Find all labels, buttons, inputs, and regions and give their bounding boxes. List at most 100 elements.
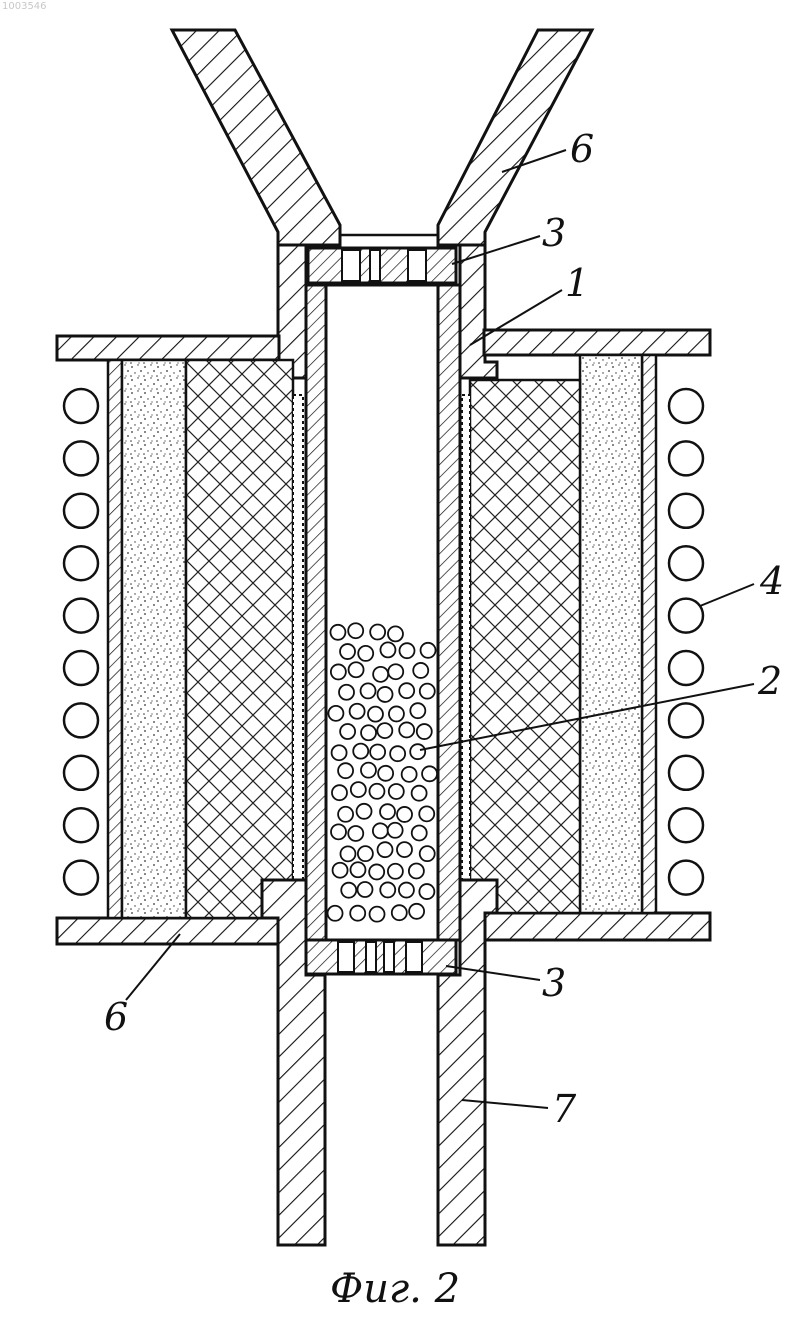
granule [368, 707, 383, 722]
coil-turn-right [669, 808, 703, 842]
granule [399, 643, 414, 658]
coil-turn-right [669, 494, 703, 528]
granule [353, 744, 368, 759]
granule [373, 667, 388, 682]
granule [370, 744, 385, 759]
granule [370, 625, 385, 640]
coil-turn-left [64, 703, 98, 737]
granule [338, 807, 353, 822]
funnel-collar-right [460, 245, 497, 378]
coil-turn-left [64, 599, 98, 633]
funnel [172, 30, 592, 378]
granule [349, 662, 364, 677]
label-coil: 4 [759, 559, 784, 603]
granule [402, 767, 417, 782]
coil-turn-left [64, 494, 98, 528]
coil-turn-right [669, 546, 703, 580]
granule [388, 864, 403, 879]
granule [369, 864, 384, 879]
coil-turn-right [669, 441, 703, 475]
granule [369, 784, 384, 799]
granule [397, 807, 412, 822]
granule [348, 623, 363, 638]
granule [331, 824, 346, 839]
granule [361, 725, 376, 740]
outlet-pipe [262, 880, 497, 1245]
granule [370, 907, 385, 922]
granule [332, 745, 347, 760]
granule [339, 685, 354, 700]
granule [330, 625, 345, 640]
granule [350, 862, 365, 877]
granule [361, 683, 376, 698]
granule [397, 842, 412, 857]
granule [420, 846, 435, 861]
figure-caption: Фиг. 2 [330, 1266, 460, 1312]
granule [328, 706, 343, 721]
granule [422, 766, 437, 781]
bottom-grid [306, 940, 456, 974]
label-bottom-flange: 6 [104, 995, 128, 1039]
granule [358, 846, 373, 861]
granule [357, 804, 372, 819]
coil-turn-left [64, 756, 98, 790]
tube-right-wall [438, 285, 460, 940]
granule [399, 722, 414, 737]
granule [420, 684, 435, 699]
granule [409, 863, 424, 878]
granule [388, 664, 403, 679]
coil-turn-left [64, 546, 98, 580]
granule [419, 806, 434, 821]
label-top-grid: 3 [542, 211, 566, 255]
granule [328, 906, 343, 921]
granule [373, 823, 388, 838]
granule [388, 626, 403, 641]
label-outlet-pipe: 7 [552, 1087, 577, 1131]
granule [410, 744, 425, 759]
funnel-right-wall [438, 30, 592, 245]
coil-turn-left [64, 441, 98, 475]
granule [378, 766, 393, 781]
watermark-text: 1003546 [2, 1, 47, 12]
granule [333, 863, 348, 878]
granule [399, 683, 414, 698]
granule [399, 883, 414, 898]
granule [389, 706, 404, 721]
top-grid [308, 248, 456, 283]
funnel-left-wall [172, 30, 340, 245]
granule [390, 746, 405, 761]
granule [378, 842, 393, 857]
granule [412, 825, 427, 840]
granule [340, 846, 355, 861]
granule [340, 644, 355, 659]
granule [357, 882, 372, 897]
granule [350, 704, 365, 719]
granule [351, 782, 366, 797]
granular-charge [328, 623, 438, 921]
granule [380, 882, 395, 897]
granule [412, 786, 427, 801]
tube-left-wall [306, 285, 326, 940]
granule [377, 723, 392, 738]
coil-turn-right [669, 651, 703, 685]
granule [331, 664, 346, 679]
granule [332, 785, 347, 800]
coil-turn-right [669, 599, 703, 633]
granule [341, 883, 356, 898]
label-bottom-grid: 3 [542, 961, 566, 1005]
granule [338, 763, 353, 778]
coil-turn-left [64, 651, 98, 685]
granule [378, 687, 393, 702]
granule [409, 904, 424, 919]
granule [421, 643, 436, 658]
coil-turn-right [669, 389, 703, 423]
granule [340, 724, 355, 739]
coil-turn-right [669, 756, 703, 790]
coil-turn-left [64, 389, 98, 423]
coil-turn-left [64, 808, 98, 842]
label-tube: 1 [565, 261, 589, 305]
granule [410, 703, 425, 718]
coil-turn-right [669, 703, 703, 737]
granule [380, 804, 395, 819]
